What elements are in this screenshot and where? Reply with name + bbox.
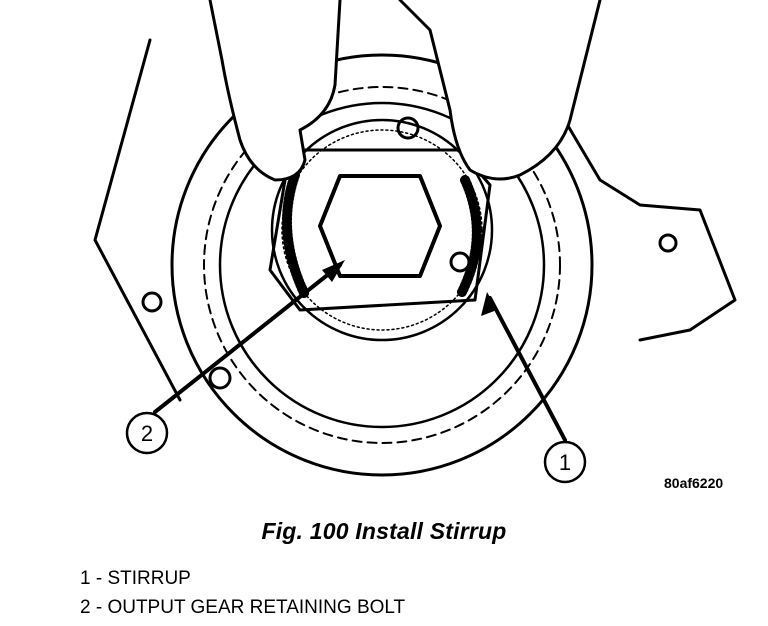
callout-circle-2: [125, 411, 169, 455]
callout-number-2: 2: [141, 421, 153, 446]
ring-gear-inner: [218, 101, 546, 429]
callout-number-1: 1: [559, 450, 571, 475]
stirrup-right-arm: [457, 175, 482, 297]
legend-item-output-gear-retaining-bolt: 2 - OUTPUT GEAR RETAINING BOLT: [80, 597, 406, 618]
case-housing-right: [533, 68, 737, 342]
right-hand: [398, 0, 602, 181]
ring-gear-outer: [203, 86, 561, 444]
case-bolt-hole-right: [658, 233, 678, 253]
case-bolt-hole-left: [141, 291, 163, 313]
stirrup-illustration: 1 2: [93, 0, 737, 484]
case-housing-left: [93, 38, 182, 402]
hub-ring: [270, 118, 494, 342]
plate-hole-2: [449, 251, 471, 273]
leader-line-2: [153, 263, 342, 414]
callout-legend: 1 - STIRRUP 2 - OUTPUT GEAR RETAINING BO…: [80, 564, 405, 622]
stirrup-left-arm: [282, 170, 310, 300]
figure-code: 80af6220: [664, 475, 724, 491]
leader-line-1: [488, 296, 567, 442]
leader-arrowhead-2: [322, 260, 345, 282]
output-gear-retaining-bolt-hex: [318, 174, 442, 278]
leader-arrowhead-1: [481, 292, 497, 316]
plate-hole-3: [208, 366, 232, 390]
plate-hole-1: [396, 116, 420, 140]
left-hand: [208, 0, 342, 182]
outer-plate: [170, 53, 594, 477]
figure-caption: Fig. 100 Install Stirrup: [261, 518, 507, 544]
callout-circle-1: [543, 440, 587, 484]
hub-ring-inner: [281, 129, 483, 331]
legend-item-stirrup: 1 - STIRRUP: [80, 568, 191, 589]
